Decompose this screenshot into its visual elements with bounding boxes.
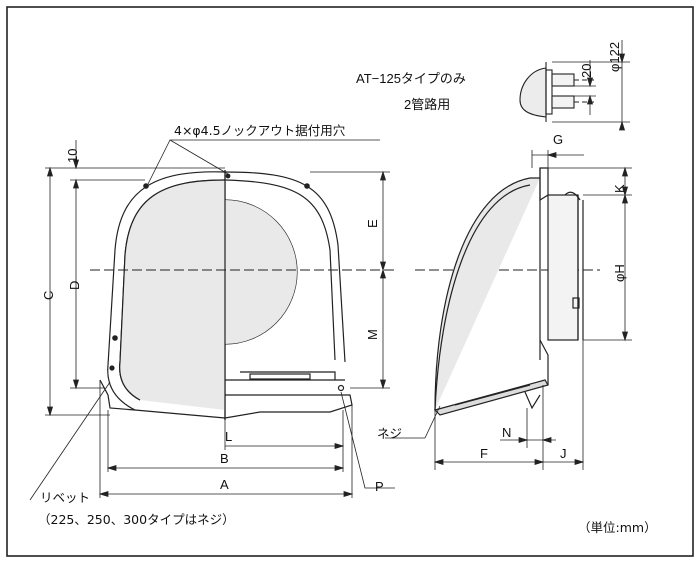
dim-p-label: P (375, 479, 384, 494)
dim-l-label: L (225, 429, 233, 444)
knockout-note: 4×φ4.5ノックアウト据付用穴 (174, 123, 346, 138)
drawing-frame (6, 6, 694, 557)
at125-detail (519, 62, 594, 122)
screw-note: ネジ (377, 426, 403, 441)
at125-note-line1: AT−125タイプのみ (356, 71, 466, 86)
dim-n-label: N (502, 425, 512, 440)
side-dimensions (385, 150, 632, 470)
dim-c-label: C (41, 290, 56, 300)
dim-10-label: 10 (65, 148, 80, 163)
at125-note-line2: 2管路用 (404, 97, 451, 112)
front-view-shade (119, 180, 297, 410)
rivet-note-sub: （225、250、300タイプはネジ） (38, 512, 235, 527)
dim-b-label: B (220, 451, 229, 466)
dim-g-label: G (553, 132, 564, 147)
dim-20-label: 20 (579, 63, 594, 78)
unit-note: （単位:mm） (578, 520, 657, 535)
front-dimensions (29, 139, 395, 501)
dim-h-label: φH (612, 264, 627, 282)
dim-f-label: F (480, 446, 488, 461)
at125-dimensions (552, 40, 630, 131)
dim-e-label: E (365, 219, 380, 228)
dim-phi122-label: φ122 (607, 41, 622, 72)
dim-j-label: J (560, 446, 567, 461)
dim-k-label: K (612, 184, 627, 193)
dim-d-label: D (67, 280, 82, 290)
rivet-note: リベット (40, 490, 91, 505)
dim-a-label: A (220, 477, 229, 492)
side-view (433, 167, 584, 416)
dim-m-label: M (365, 329, 380, 340)
